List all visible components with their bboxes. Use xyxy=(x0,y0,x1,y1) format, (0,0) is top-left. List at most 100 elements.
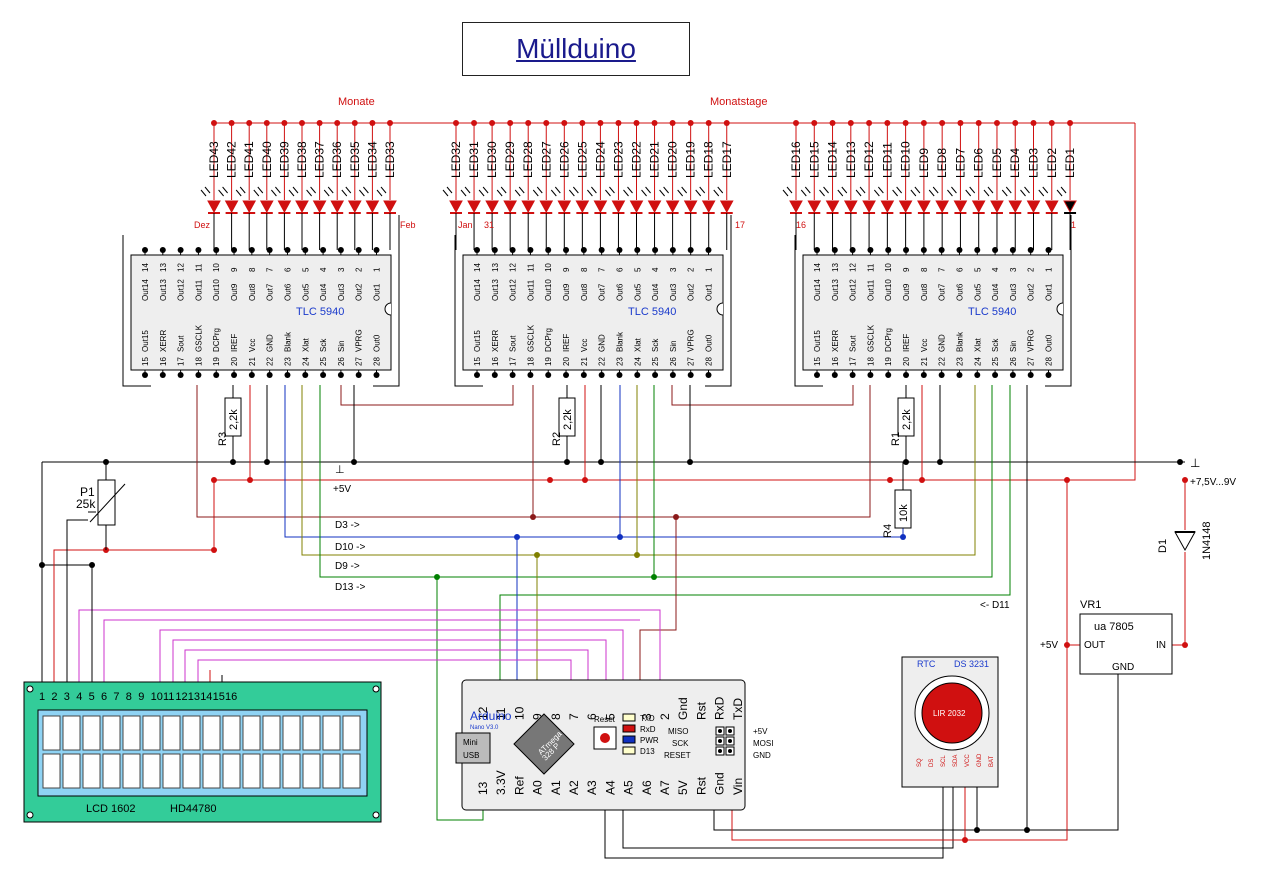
tlc-top-pin-number: 3 xyxy=(337,267,346,272)
pot-dot xyxy=(103,459,109,465)
led xyxy=(587,123,608,250)
tlc-bottom-pin-number: 28 xyxy=(373,357,382,366)
tlc-top-pin-number: 7 xyxy=(266,267,275,272)
led-label: LED13 xyxy=(844,141,858,178)
vin-rtc xyxy=(731,772,966,841)
tlc-bottom-pin-number: 26 xyxy=(337,357,346,366)
pot-name: P1 xyxy=(80,485,95,499)
led-body-icon xyxy=(557,200,572,214)
lcd-pin-number: 5 xyxy=(89,691,95,703)
led-arrow-icon xyxy=(914,186,921,194)
diode-name: D1 xyxy=(1157,539,1169,553)
tlc-top-pin-number: 14 xyxy=(813,263,822,272)
arduino-bottom-pin-label: A3 xyxy=(585,780,599,795)
led xyxy=(442,123,463,250)
tlc-bottom-pin-number: 28 xyxy=(1045,357,1054,366)
lcd-rs xyxy=(78,609,661,686)
lcd-pin-number: 10 xyxy=(151,691,163,703)
led-label: LED2 xyxy=(1045,148,1059,178)
resistor-name: R3 xyxy=(217,432,229,446)
lcd-label: LCD 1602 xyxy=(86,803,136,815)
tlc-top-pin-name: Out9 xyxy=(230,283,239,301)
vr-gnd-label: GND xyxy=(1112,662,1134,673)
led-arrow-icon xyxy=(587,189,593,197)
led-arrow-icon xyxy=(699,186,706,194)
net-label-monatstage: Monatstage xyxy=(710,96,767,108)
tlc-frame-wire xyxy=(122,235,151,387)
tlc-top-pin-name: Out5 xyxy=(633,283,642,301)
led xyxy=(641,123,662,250)
led-arrow-icon xyxy=(464,186,471,194)
led xyxy=(460,123,481,250)
led-arrow-icon xyxy=(222,186,228,194)
tlc-top-pin-number: 14 xyxy=(473,263,482,272)
led-label: LED27 xyxy=(539,141,553,178)
tlc-top-pin-name: Out8 xyxy=(248,283,257,301)
resistor-value: 2,2k xyxy=(562,409,574,430)
tlc-top-pin-name: Out11 xyxy=(194,279,203,301)
tlc-bottom-pin-name: GSCLK xyxy=(194,324,203,352)
arduino-top-pin-label: 3 xyxy=(640,713,654,720)
led-arrow-icon xyxy=(288,189,295,197)
tlc-top-pin-name: Out4 xyxy=(991,283,1000,301)
led-label: LED18 xyxy=(702,141,716,178)
tlc-bottom-pin-number: 23 xyxy=(615,357,624,366)
tlc-body xyxy=(130,254,392,371)
led xyxy=(983,123,1004,250)
led-body-icon xyxy=(277,200,292,214)
tlc-frame-wire xyxy=(454,235,483,387)
tlc-top-pin-name: Out14 xyxy=(141,279,150,301)
rtc-pin-label: GND xyxy=(977,753,983,767)
tlc-top-pin-number: 7 xyxy=(598,267,607,272)
tlc-top-pin-number: 9 xyxy=(562,267,571,272)
tlc-top-pin-name: Out14 xyxy=(473,279,482,301)
tlc-top-pin-name: Out6 xyxy=(283,283,292,301)
tlc-top-pin-number: 13 xyxy=(159,263,168,272)
led xyxy=(837,123,858,250)
lcd-mount-hole xyxy=(372,685,380,693)
rtc-chip-label: DS 3231 xyxy=(954,659,989,669)
lcd-d7 xyxy=(197,659,572,686)
led-arrow-icon xyxy=(253,189,260,197)
led-label: LED11 xyxy=(880,142,894,178)
tlc-top-pin-number: 8 xyxy=(248,267,257,272)
resistor-value: 2,2k xyxy=(228,409,240,430)
led-marker-17: 17 xyxy=(735,220,745,230)
led-marker-feb: Feb xyxy=(400,220,416,230)
led-label: LED1 xyxy=(1063,148,1077,178)
tlc-top-pin-name: Out1 xyxy=(373,283,382,301)
led-arrow-icon xyxy=(323,189,330,197)
plus5v-dot xyxy=(1064,477,1070,483)
led-body-icon xyxy=(825,200,840,214)
lcd-char-cell xyxy=(282,715,301,751)
tlc-bottom-pin-name: Sin xyxy=(337,340,346,352)
tlc-bottom-pin-name: GSCLK xyxy=(526,324,535,352)
led-body-icon xyxy=(1026,200,1041,214)
net-label-d3: D3 -> xyxy=(335,520,360,531)
lcd-char-cell xyxy=(42,753,61,789)
tlc-top-pin-number: 13 xyxy=(491,263,500,272)
lcd-pin-number: 14 xyxy=(200,691,212,703)
resistor-value: 2,2k xyxy=(901,409,913,430)
status-led-label: TxD xyxy=(640,714,655,723)
status-led-icon xyxy=(622,746,636,755)
arduino-bottom-pin-label: Gnd xyxy=(713,772,727,795)
tlc-top-pin-name: Out4 xyxy=(319,283,328,301)
tlc-bottom-pin-number: 21 xyxy=(920,357,929,366)
pot-arrow-icon xyxy=(89,483,126,523)
tlc-top-pin-number: 5 xyxy=(633,267,642,272)
led-label: LED43 xyxy=(207,141,221,178)
lcd-char-cell xyxy=(62,715,81,751)
tlc-top-pin-number: 13 xyxy=(831,263,840,272)
led-arrow-icon xyxy=(1056,189,1063,197)
led-body-icon xyxy=(259,200,274,214)
led-body-icon xyxy=(575,200,590,214)
led-label: LED9 xyxy=(917,148,931,178)
led xyxy=(677,123,698,250)
net-label-d9: D9 -> xyxy=(335,561,360,572)
led-label: LED14 xyxy=(826,141,840,178)
icsp-pin-dot xyxy=(728,739,732,743)
status-led-icon xyxy=(622,724,636,733)
led-body-icon xyxy=(347,200,362,214)
d13-wire xyxy=(436,577,484,821)
